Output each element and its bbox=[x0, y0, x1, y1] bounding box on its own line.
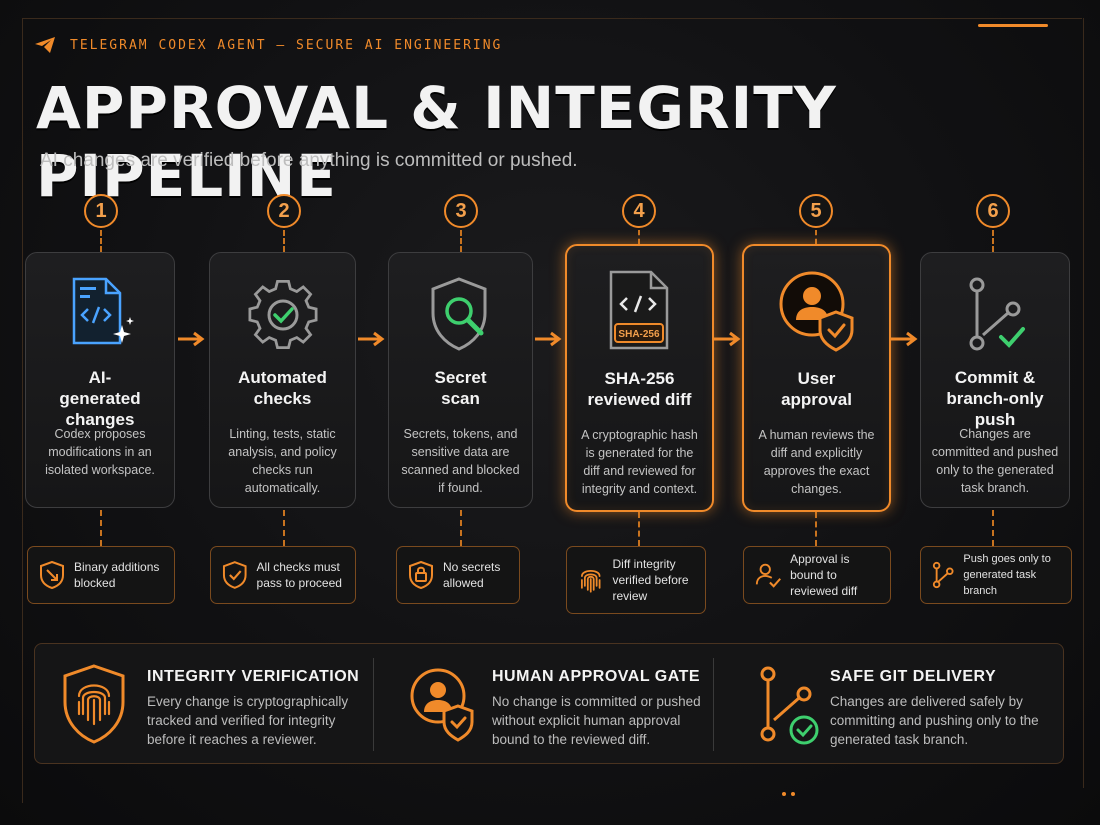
connector-bottom-5 bbox=[815, 512, 817, 546]
connector-top-3 bbox=[460, 230, 462, 252]
step-title-6: Commit & branch-only push bbox=[946, 368, 1044, 429]
step-description-3: Secrets, tokens, and sensitive data are … bbox=[401, 427, 520, 495]
feature-divider-2 bbox=[713, 658, 714, 751]
git-branch-check-icon bbox=[969, 277, 1025, 351]
feature-description-integrity: Every change is cryptographically tracke… bbox=[147, 694, 349, 747]
step-number-2: 2 bbox=[267, 194, 301, 228]
step-badge-text-3: No secrets allowed bbox=[443, 560, 501, 590]
shield-check-icon bbox=[222, 561, 247, 589]
sha-label: SHA-256 bbox=[618, 329, 660, 340]
step-description-4: A cryptographic hash is generated for th… bbox=[581, 428, 698, 496]
connector-top-6 bbox=[992, 230, 994, 252]
step-card-5: User approval A human reviews the diff a… bbox=[742, 244, 891, 512]
frame-right-line bbox=[1083, 18, 1084, 788]
frame-top-line bbox=[22, 18, 1082, 19]
feature-title-approval: HUMAN APPROVAL GATE bbox=[492, 668, 701, 685]
step-number-4: 4 bbox=[622, 194, 656, 228]
shield-lock-icon bbox=[409, 560, 433, 590]
step-badge-4: Diff integrity verified before review bbox=[566, 546, 706, 614]
brand-text: TELEGRAM CODEX AGENT — SECURE AI ENGINEE… bbox=[70, 37, 503, 53]
step-title-3: Secret scan bbox=[434, 368, 487, 408]
page-subtitle: AI changes are verified before anything … bbox=[40, 150, 578, 171]
frame-dots bbox=[782, 792, 795, 796]
arrow-5-6 bbox=[891, 331, 918, 347]
step-description-6: Changes are committed and pushed only to… bbox=[931, 427, 1059, 495]
arrow-3-4 bbox=[535, 331, 562, 347]
connector-top-1 bbox=[100, 230, 102, 252]
page-title: APPROVAL & INTEGRITY PIPELINE bbox=[36, 74, 837, 210]
step-number-1: 1 bbox=[84, 194, 118, 228]
step-badge-text-2: All checks must pass to proceed bbox=[256, 560, 342, 590]
git-branch-check-icon bbox=[760, 666, 819, 745]
step-description-1: Codex proposes modifications in an isola… bbox=[45, 427, 155, 477]
hash-file-icon: SHA-256 bbox=[609, 270, 668, 350]
step-title-4: SHA-256 reviewed diff bbox=[587, 369, 692, 409]
code-file-sparkle-icon bbox=[72, 277, 134, 345]
user-shield-icon bbox=[779, 271, 853, 352]
step-title-2: Automated checks bbox=[238, 368, 327, 408]
git-branch-icon bbox=[932, 561, 954, 589]
fingerprint-icon bbox=[581, 570, 601, 593]
step-number-6: 6 bbox=[976, 194, 1010, 228]
features-panel: INTEGRITY VERIFICATION Every change is c… bbox=[34, 643, 1064, 764]
frame-left-line bbox=[22, 18, 23, 803]
step-card-4: SHA-256 SHA-256 reviewed diff A cryptogr… bbox=[565, 244, 714, 512]
shield-blocked-icon bbox=[40, 560, 64, 590]
frame-accent-bar bbox=[978, 24, 1048, 27]
step-number-5: 5 bbox=[799, 194, 833, 228]
step-card-2: Automated checks Linting, tests, static … bbox=[209, 252, 356, 508]
step-title-5: User approval bbox=[781, 369, 852, 409]
step-description-5: A human reviews the diff and explicitly … bbox=[758, 428, 875, 496]
feature-git-delivery: SAFE GIT DELIVERY Changes are delivered … bbox=[714, 644, 1064, 765]
connector-top-2 bbox=[283, 230, 285, 252]
connector-bottom-4 bbox=[638, 512, 640, 546]
step-card-3: Secret scan Secrets, tokens, and sensiti… bbox=[388, 252, 533, 508]
step-badge-2: All checks must pass to proceed bbox=[210, 546, 356, 604]
step-badge-1: Binary additions blocked bbox=[27, 546, 175, 604]
connector-bottom-1 bbox=[100, 510, 102, 546]
step-badge-text-6: Push goes only to generated task branch bbox=[963, 553, 1051, 597]
shield-search-icon bbox=[431, 277, 486, 351]
step-title-1: AI-generated changes bbox=[59, 368, 141, 429]
step-card-1: AI-generated changes Codex proposes modi… bbox=[25, 252, 175, 508]
gear-check-icon bbox=[247, 280, 318, 350]
brand-header: TELEGRAM CODEX AGENT — SECURE AI ENGINEE… bbox=[34, 36, 502, 54]
fingerprint-shield-icon bbox=[63, 664, 125, 744]
step-badge-6: Push goes only to generated task branch bbox=[920, 546, 1072, 604]
step-number-3: 3 bbox=[444, 194, 478, 228]
feature-description-approval: No change is committed or pushed without… bbox=[492, 694, 701, 747]
step-badge-text-5: Approval is bound to reviewed diff bbox=[790, 552, 858, 598]
step-badge-5: Approval is bound to reviewed diff bbox=[743, 546, 891, 604]
step-badge-text-4: Diff integrity verified before review bbox=[612, 557, 689, 603]
feature-description-git-delivery: Changes are delivered safely by committi… bbox=[830, 694, 1039, 747]
connector-top-5 bbox=[815, 230, 817, 244]
user-check-icon bbox=[755, 563, 781, 588]
arrow-4-5 bbox=[714, 331, 741, 347]
feature-title-integrity: INTEGRITY VERIFICATION bbox=[147, 668, 360, 685]
connector-bottom-2 bbox=[283, 510, 285, 546]
step-card-6: Commit & branch-only push Changes are co… bbox=[920, 252, 1070, 508]
user-shield-icon bbox=[410, 668, 474, 742]
step-badge-text-1: Binary additions blocked bbox=[74, 560, 160, 590]
feature-title-git-delivery: SAFE GIT DELIVERY bbox=[830, 668, 997, 685]
connector-bottom-3 bbox=[460, 510, 462, 546]
feature-divider-1 bbox=[373, 658, 374, 751]
arrow-2-3 bbox=[358, 331, 385, 347]
feature-integrity: INTEGRITY VERIFICATION Every change is c… bbox=[35, 644, 373, 765]
step-description-2: Linting, tests, static analysis, and pol… bbox=[228, 427, 337, 495]
feature-approval: HUMAN APPROVAL GATE No change is committ… bbox=[374, 644, 714, 765]
arrow-1-2 bbox=[178, 331, 205, 347]
telegram-icon bbox=[35, 37, 55, 53]
step-badge-3: No secrets allowed bbox=[396, 546, 520, 604]
connector-bottom-6 bbox=[992, 510, 994, 546]
connector-top-4 bbox=[638, 230, 640, 244]
